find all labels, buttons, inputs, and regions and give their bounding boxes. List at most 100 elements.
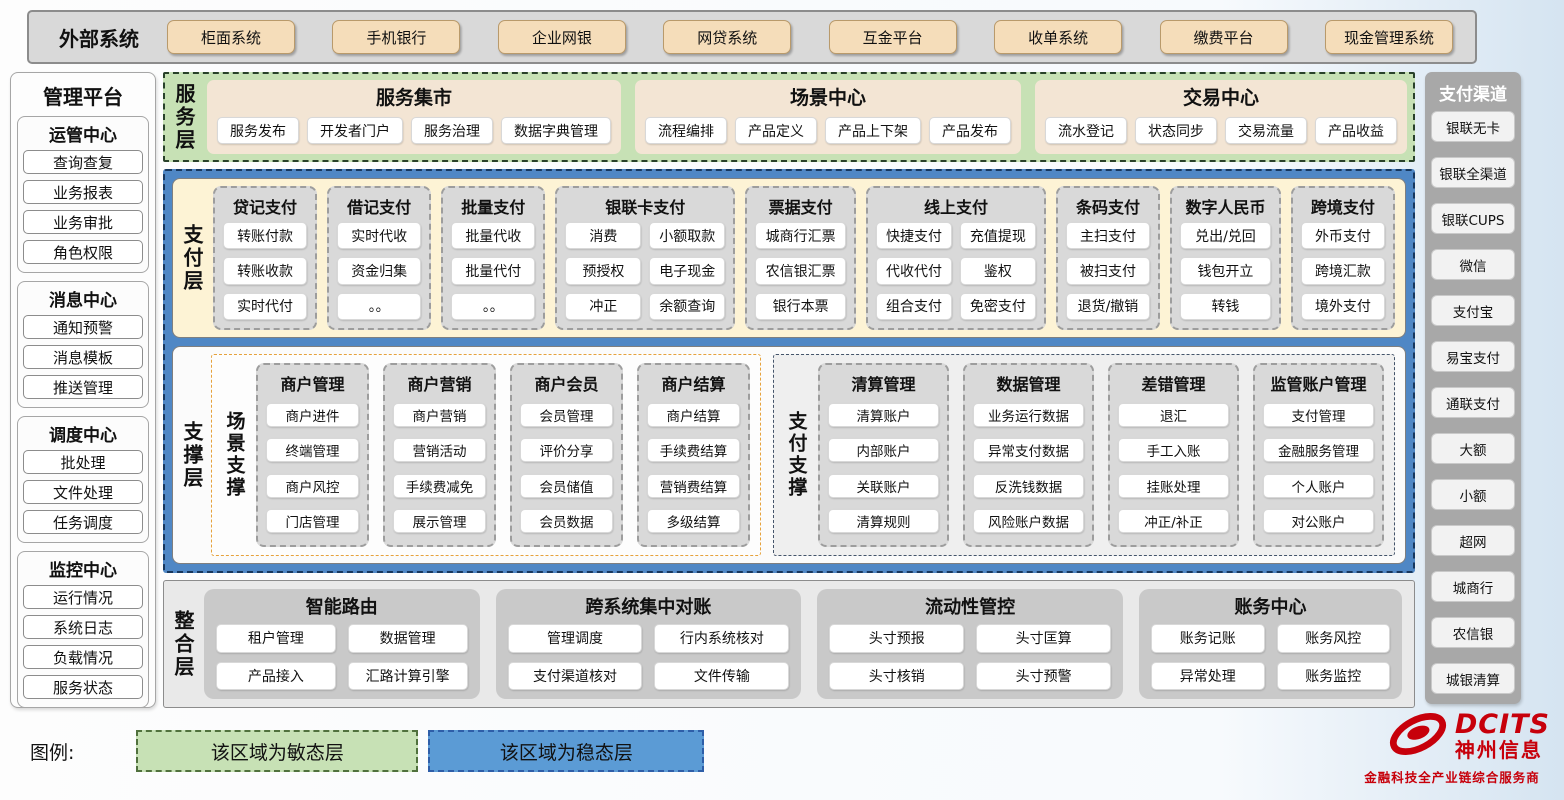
payment-column: 跨境支付外币支付跨境汇款境外支付	[1290, 186, 1395, 330]
payment-item: 银行本票	[755, 292, 847, 320]
management-item: 批处理	[23, 450, 143, 474]
support-item: 商户风控	[266, 473, 359, 498]
support-column-title: 商户会员	[534, 375, 599, 394]
management-item: 业务报表	[23, 180, 143, 204]
external-systems-bar: 外部系统 柜面系统手机银行企业网银网贷系统互金平台收单系统缴费平台现金管理系统	[27, 10, 1477, 64]
payment-item: 免密支付	[959, 292, 1036, 320]
management-group-title: 调度中心	[49, 426, 117, 446]
payment-item: 消费	[565, 222, 642, 250]
support-column-title: 商户结算	[661, 375, 726, 394]
management-group: 消息中心通知预警消息模板推送管理	[17, 281, 149, 408]
support-item: 商户进件	[266, 402, 359, 427]
support-column-items: 会员管理评价分享会员储值会员数据	[520, 399, 613, 537]
payment-column: 线上支付快捷支付充值提现代收代付鉴权组合支付免密支付	[866, 186, 1046, 330]
support-item: 内部账户	[828, 438, 939, 463]
payment-item: 实时代收	[337, 222, 422, 250]
service-item: 产品发布	[929, 117, 1011, 144]
support-item: 终端管理	[266, 438, 359, 463]
support-item: 支付管理	[1263, 402, 1374, 427]
external-systems-list: 柜面系统手机银行企业网银网贷系统互金平台收单系统缴费平台现金管理系统	[167, 20, 1453, 54]
payment-item: 小额取款	[649, 222, 726, 250]
integration-item: 头寸核销	[829, 661, 965, 690]
support-item: 金融服务管理	[1263, 438, 1374, 463]
payment-channel-item: 银联全渠道	[1431, 157, 1515, 188]
management-item: 负载情况	[23, 645, 143, 669]
payment-item: 代收代付	[876, 257, 952, 285]
support-column-title: 监管账户管理	[1270, 375, 1367, 394]
payment-item: 主扫支付	[1065, 222, 1151, 250]
integration-panel: 账务中心账务记账账务风控异常处理账务监控	[1139, 589, 1402, 699]
external-system-item: 手机银行	[332, 20, 461, 54]
payment-channel-item: 银联无卡	[1431, 111, 1515, 142]
payment-item: 兑出/兑回	[1180, 222, 1271, 250]
external-system-item: 企业网银	[497, 20, 626, 54]
payment-column-items: 外币支付跨境汇款境外支付	[1300, 222, 1385, 320]
management-item: 推送管理	[23, 375, 143, 399]
support-item: 商户营销	[393, 402, 486, 427]
service-item: 开发者门户	[307, 117, 403, 144]
management-group-items: 运行情况系统日志负载情况服务状态	[23, 585, 143, 699]
integration-panel-title: 跨系统集中对账	[585, 597, 712, 618]
support-column: 商户营销商户营销营销活动手续费减免展示管理	[383, 363, 496, 547]
integration-item: 数据管理	[347, 624, 468, 653]
legend: 图例: 该区域为敏态层 该区域为稳态层	[30, 730, 705, 772]
management-group-title: 运管中心	[49, 126, 117, 146]
payment-item: 快捷支付	[876, 222, 952, 250]
payment-item: 城商行汇票	[755, 222, 847, 250]
management-group: 运管中心查询查复业务报表业务审批角色权限	[17, 116, 149, 273]
payment-item: 余额查询	[649, 292, 726, 320]
management-platform-title: 管理平台	[43, 85, 123, 109]
support-item: 评价分享	[520, 438, 613, 463]
external-system-item: 现金管理系统	[1324, 20, 1453, 54]
integration-item: 账务风控	[1276, 624, 1390, 653]
integration-panel-items: 租户管理数据管理产品接入汇路计算引擎	[216, 624, 468, 690]
payment-item: 。。	[337, 292, 422, 320]
service-panel-title: 服务集市	[375, 87, 452, 109]
management-item: 业务审批	[23, 210, 143, 234]
payment-column-title: 贷记支付	[233, 198, 298, 217]
integration-item: 支付渠道核对	[507, 661, 643, 690]
management-item: 消息模板	[23, 345, 143, 369]
external-system-item: 互金平台	[828, 20, 957, 54]
payment-column-title: 借记支付	[347, 198, 412, 217]
support-group-label: 支付支撑	[785, 411, 808, 499]
integration-panel-title: 智能路由	[305, 597, 378, 618]
payment-column-title: 条码支付	[1075, 198, 1140, 217]
support-column-items: 退汇手工入账挂账处理冲正/补正	[1118, 399, 1229, 537]
management-group: 监控中心运行情况系统日志负载情况服务状态	[17, 551, 149, 708]
integration-panel-items: 头寸预报头寸匡算头寸核销头寸预警	[829, 624, 1112, 690]
payment-column: 批量支付批量代收批量代付。。	[441, 186, 546, 330]
payment-column-title: 批量支付	[461, 198, 526, 217]
payment-channel-item: 大额	[1431, 433, 1515, 464]
payment-item: 钱包开立	[1180, 257, 1271, 285]
support-column: 监管账户管理支付管理金融服务管理个人账户对公账户	[1253, 363, 1384, 547]
payment-item: 批量代收	[451, 222, 536, 250]
external-systems-label: 外部系统	[59, 26, 139, 51]
payment-column-items: 城商行汇票农信银汇票银行本票	[755, 222, 847, 320]
payment-layer: 支付层 贷记支付转账付款转账收款实时代付借记支付实时代收资金归集。。批量支付批量…	[172, 178, 1406, 338]
support-item: 个人账户	[1263, 473, 1374, 498]
dcits-swirl-icon	[1387, 709, 1449, 763]
support-group-label: 场景支撑	[223, 411, 246, 499]
service-layer-label: 服务层	[172, 82, 196, 152]
integration-item: 租户管理	[216, 624, 336, 653]
support-item: 多级结算	[647, 509, 740, 534]
support-item: 手续费结算	[647, 438, 740, 463]
payment-item: 跨境汇款	[1300, 257, 1385, 285]
service-panel: 交易中心流水登记状态同步交易流量产品收益	[1035, 80, 1407, 154]
payment-item: 转账收款	[223, 257, 308, 285]
payment-item: 转钱	[1180, 292, 1271, 320]
integration-layer-panels: 智能路由租户管理数据管理产品接入汇路计算引擎跨系统集中对账管理调度行内系统核对支…	[204, 589, 1402, 699]
service-panel-title: 交易中心	[1182, 87, 1259, 109]
payment-channel-item: 城商行	[1431, 571, 1515, 602]
support-item: 关联账户	[828, 473, 939, 498]
integration-item: 头寸匡算	[976, 624, 1112, 653]
integration-panel: 跨系统集中对账管理调度行内系统核对支付渠道核对文件传输	[495, 589, 802, 699]
payment-item: 境外支付	[1300, 292, 1385, 320]
integration-item: 行内系统核对	[654, 624, 790, 653]
integration-item: 异常处理	[1151, 661, 1265, 690]
support-item: 挂账处理	[1118, 473, 1229, 498]
